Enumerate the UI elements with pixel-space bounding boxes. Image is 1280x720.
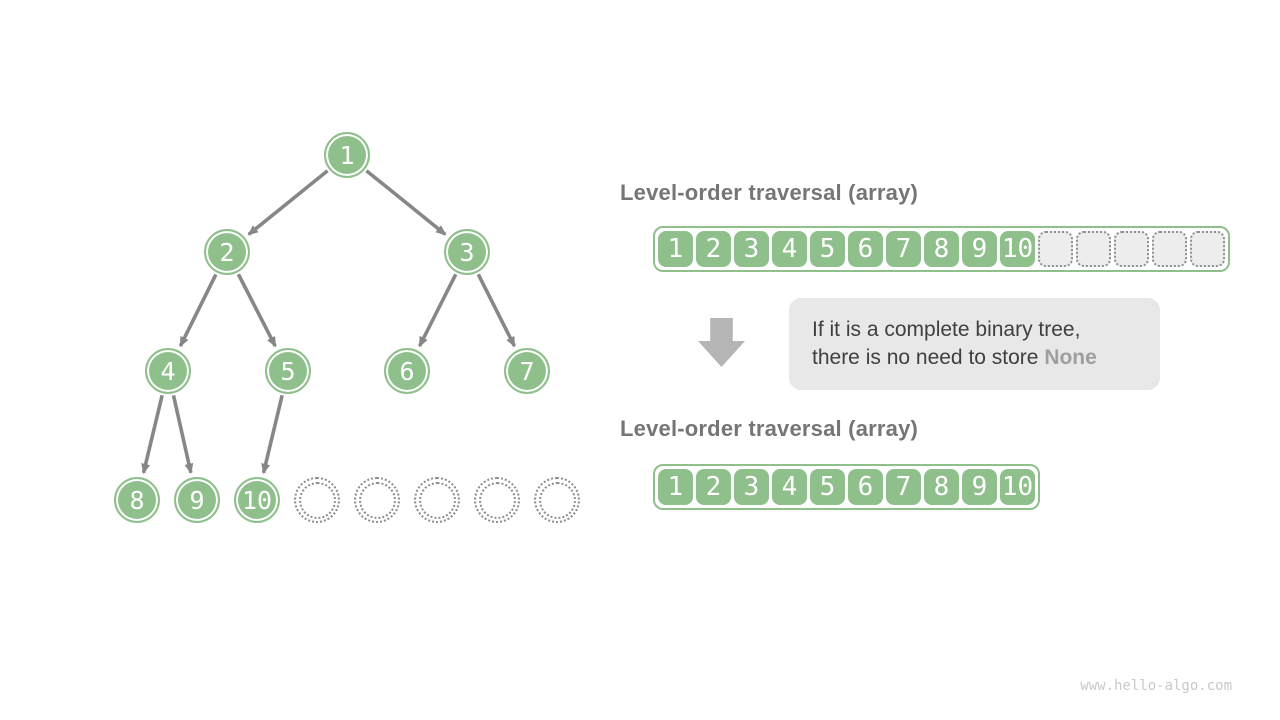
tree-edge-3-7	[476, 273, 517, 348]
array-cell-3: 3	[734, 231, 769, 267]
array-cell-5: 5	[810, 231, 845, 267]
tree-edge-5-10	[261, 394, 284, 475]
array-cell-empty	[1152, 231, 1187, 267]
tree-edge-1-2	[247, 169, 329, 236]
array-cell-7: 7	[886, 231, 921, 267]
array-cell-9: 9	[962, 469, 997, 505]
bottom-array-label: Level-order traversal (array)	[620, 416, 919, 441]
array-cell-2: 2	[696, 469, 731, 505]
tree-node-10: 10	[234, 477, 280, 523]
tree-node-empty	[474, 477, 520, 523]
tree-node-6: 6	[384, 348, 430, 394]
tree-edge-3-6	[417, 273, 458, 348]
tree-node-empty	[294, 477, 340, 523]
note-line-2: there is no need to store None	[812, 346, 1097, 369]
tree-node-1: 1	[324, 132, 370, 178]
tree-node-7: 7	[504, 348, 550, 394]
array-cell-4: 4	[772, 469, 807, 505]
top-array-label: Level-order traversal (array)	[620, 180, 919, 205]
array-cell-8: 8	[924, 231, 959, 267]
array-cell-5: 5	[810, 469, 845, 505]
tree-node-4: 4	[145, 348, 191, 394]
array-cell-empty	[1038, 231, 1073, 267]
array-cell-6: 6	[848, 469, 883, 505]
array-cell-6: 6	[848, 231, 883, 267]
watermark: www.hello-algo.com	[1080, 678, 1232, 694]
array-cell-9: 9	[962, 231, 997, 267]
tree-edge-2-5	[236, 273, 277, 348]
tree-edge-1-3	[365, 169, 447, 236]
tree-node-empty	[354, 477, 400, 523]
note-box: If it is a complete binary tree, there i…	[789, 298, 1160, 390]
array-cell-8: 8	[924, 469, 959, 505]
array-cell-empty	[1076, 231, 1111, 267]
tree-edge-4-8	[141, 394, 164, 475]
array-cell-1: 1	[658, 469, 693, 505]
tree-node-2: 2	[204, 229, 250, 275]
array-cell-7: 7	[886, 469, 921, 505]
array-cell-2: 2	[696, 231, 731, 267]
array-cell-empty	[1190, 231, 1225, 267]
array-cell-1: 1	[658, 231, 693, 267]
tree-node-3: 3	[444, 229, 490, 275]
tree-node-empty	[534, 477, 580, 523]
array-cell-3: 3	[734, 469, 769, 505]
note-line-1: If it is a complete binary tree,	[812, 317, 1081, 341]
tree-edge-4-9	[171, 394, 194, 475]
tree-node-5: 5	[265, 348, 311, 394]
tree-node-empty	[414, 477, 460, 523]
array-cell-10: 10	[1000, 231, 1035, 267]
tree-node-9: 9	[174, 477, 220, 523]
array-cell-10: 10	[1000, 469, 1035, 505]
array-cell-4: 4	[772, 231, 807, 267]
tree-edge-2-4	[178, 273, 218, 348]
tree-node-8: 8	[114, 477, 160, 523]
array-cell-empty	[1114, 231, 1149, 267]
none-keyword: None	[1044, 346, 1097, 369]
